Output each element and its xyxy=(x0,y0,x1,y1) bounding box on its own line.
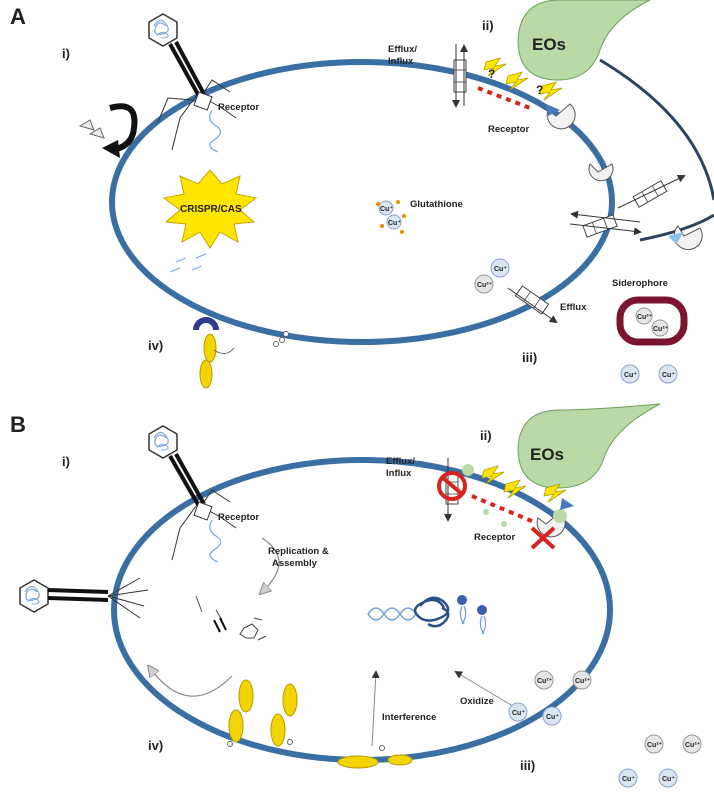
svg-text:Cu⁺: Cu⁺ xyxy=(494,265,507,273)
svg-text:Cu⁺: Cu⁺ xyxy=(662,775,675,783)
svg-text:Cu²⁺: Cu²⁺ xyxy=(685,741,701,749)
blocked-channel-b xyxy=(437,458,474,522)
svg-text:Cu²⁺: Cu²⁺ xyxy=(575,677,591,685)
phage-b-released xyxy=(19,577,149,619)
pili-b xyxy=(227,679,413,769)
roman-i-a: i) xyxy=(62,46,70,61)
roman-iv-b: iv) xyxy=(148,738,163,753)
cell-membrane-a xyxy=(109,59,615,345)
eos-dotted-path-b xyxy=(471,494,535,524)
panel-b-letter: B xyxy=(10,412,26,437)
receptor-label-b1: Receptor xyxy=(218,512,259,523)
svg-text:Cu⁺: Cu⁺ xyxy=(512,709,525,717)
svg-text:Cu⁺: Cu⁺ xyxy=(662,371,675,379)
eos-label-a: EOs xyxy=(532,35,566,54)
cu-ions-a-membrane: Cu⁺ Cu²⁺ xyxy=(474,258,510,294)
receptor-a-neighbour xyxy=(673,225,703,251)
protein-blob xyxy=(413,596,450,628)
cu-ions-a-outside: Cu⁺ Cu⁺ xyxy=(620,364,678,384)
roman-iv-a: iv) xyxy=(148,338,163,353)
efflux-influx-label-b2: Influx xyxy=(386,468,412,479)
eos-receptor-b xyxy=(530,498,574,550)
siderophore-label: Siderophore xyxy=(612,278,668,289)
neighbour-cell-membrane xyxy=(599,58,714,201)
channel-a-neighbour xyxy=(632,180,668,208)
roman-i-b: i) xyxy=(62,454,70,469)
glutathione-label: Glutathione xyxy=(410,199,463,210)
efflux-influx-channel-a xyxy=(452,44,468,108)
panel-a-letter: A xyxy=(10,4,26,29)
panel-a: A i) Receptor CRISPR/CAS xyxy=(10,0,714,389)
efflux-influx-label-a2: Influx xyxy=(388,56,414,67)
cu-ions-b-membrane: Cu²⁺ Cu²⁺ Cu⁺ Cu⁺ xyxy=(508,670,592,726)
svg-text:Cu⁺: Cu⁺ xyxy=(546,713,559,721)
phage-a xyxy=(148,13,237,153)
svg-text:Cu²⁺: Cu²⁺ xyxy=(647,741,663,749)
efflux-influx-label-b1: Efflux/ xyxy=(386,456,415,467)
interference-label: Interference xyxy=(382,712,436,723)
glutathione-complex: Cu⁺ Cu⁺ xyxy=(376,200,406,234)
siderophore-shape xyxy=(616,296,688,346)
phage-b-top xyxy=(148,425,237,563)
roman-ii-a: ii) xyxy=(482,18,494,33)
svg-text:Cu⁺: Cu⁺ xyxy=(388,219,401,227)
svg-text:Cu²⁺: Cu²⁺ xyxy=(537,677,553,685)
lysis-arrow xyxy=(109,103,138,153)
receptor-a-right xyxy=(588,163,614,182)
crispr-star xyxy=(162,169,258,249)
question-a2: ? xyxy=(536,83,543,97)
svg-text:Cu⁺: Cu⁺ xyxy=(624,371,637,379)
receptor-label-b2: Receptor xyxy=(474,532,515,543)
eos-label-b: EOs xyxy=(530,445,564,464)
receptor-label-a2: Receptor xyxy=(488,124,529,135)
phage-fragments xyxy=(78,119,105,139)
question-a1: ? xyxy=(488,67,495,81)
lipids xyxy=(457,595,487,635)
crispr-label: CRISPR/CAS xyxy=(180,204,242,215)
svg-text:Cu²⁺: Cu²⁺ xyxy=(637,313,653,321)
panel-b: B i) Receptor Replication & Assembly xyxy=(10,403,702,788)
eos-receptor-a xyxy=(546,103,576,130)
cell-membrane-b xyxy=(111,457,613,763)
replication-arrow xyxy=(262,537,280,592)
dna-helix xyxy=(367,607,417,621)
pilus-a xyxy=(193,317,289,389)
eos-drop-a xyxy=(517,0,651,81)
assembly-parts xyxy=(195,595,267,641)
replication-label-2: Assembly xyxy=(272,558,318,569)
svg-text:Cu⁺: Cu⁺ xyxy=(380,205,393,213)
efflux-label-a: Efflux xyxy=(560,302,587,313)
svg-text:Cu²⁺: Cu²⁺ xyxy=(477,281,493,289)
receptor-label-a1: Receptor xyxy=(218,102,259,113)
roman-ii-b: ii) xyxy=(480,428,492,443)
roman-iii-a: iii) xyxy=(522,350,537,365)
svg-text:Cu⁺: Cu⁺ xyxy=(622,775,635,783)
replication-label-1: Replication & xyxy=(268,546,329,557)
dna-fragments-a xyxy=(169,253,207,273)
svg-text:Cu²⁺: Cu²⁺ xyxy=(653,325,669,333)
roman-iii-b: iii) xyxy=(520,758,535,773)
eos-dotted-path-a xyxy=(477,86,531,110)
oxidize-label: Oxidize xyxy=(460,696,494,707)
release-arrow xyxy=(150,668,233,697)
efflux-influx-label-a1: Efflux/ xyxy=(388,44,417,55)
cu-ions-b-outside: Cu²⁺ Cu²⁺ Cu⁺ Cu⁺ xyxy=(618,734,702,788)
